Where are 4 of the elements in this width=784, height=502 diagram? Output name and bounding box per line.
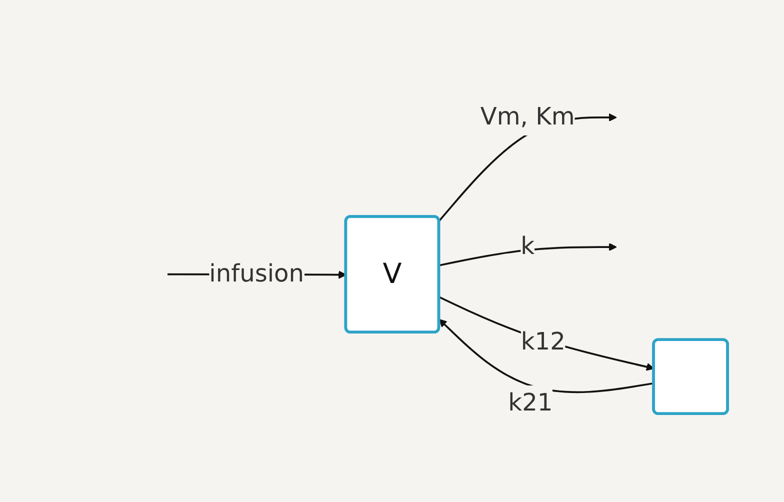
arrow <box>438 319 654 394</box>
compartment-box: V <box>344 215 440 334</box>
arrow <box>439 243 617 266</box>
compartment-box <box>652 338 729 416</box>
